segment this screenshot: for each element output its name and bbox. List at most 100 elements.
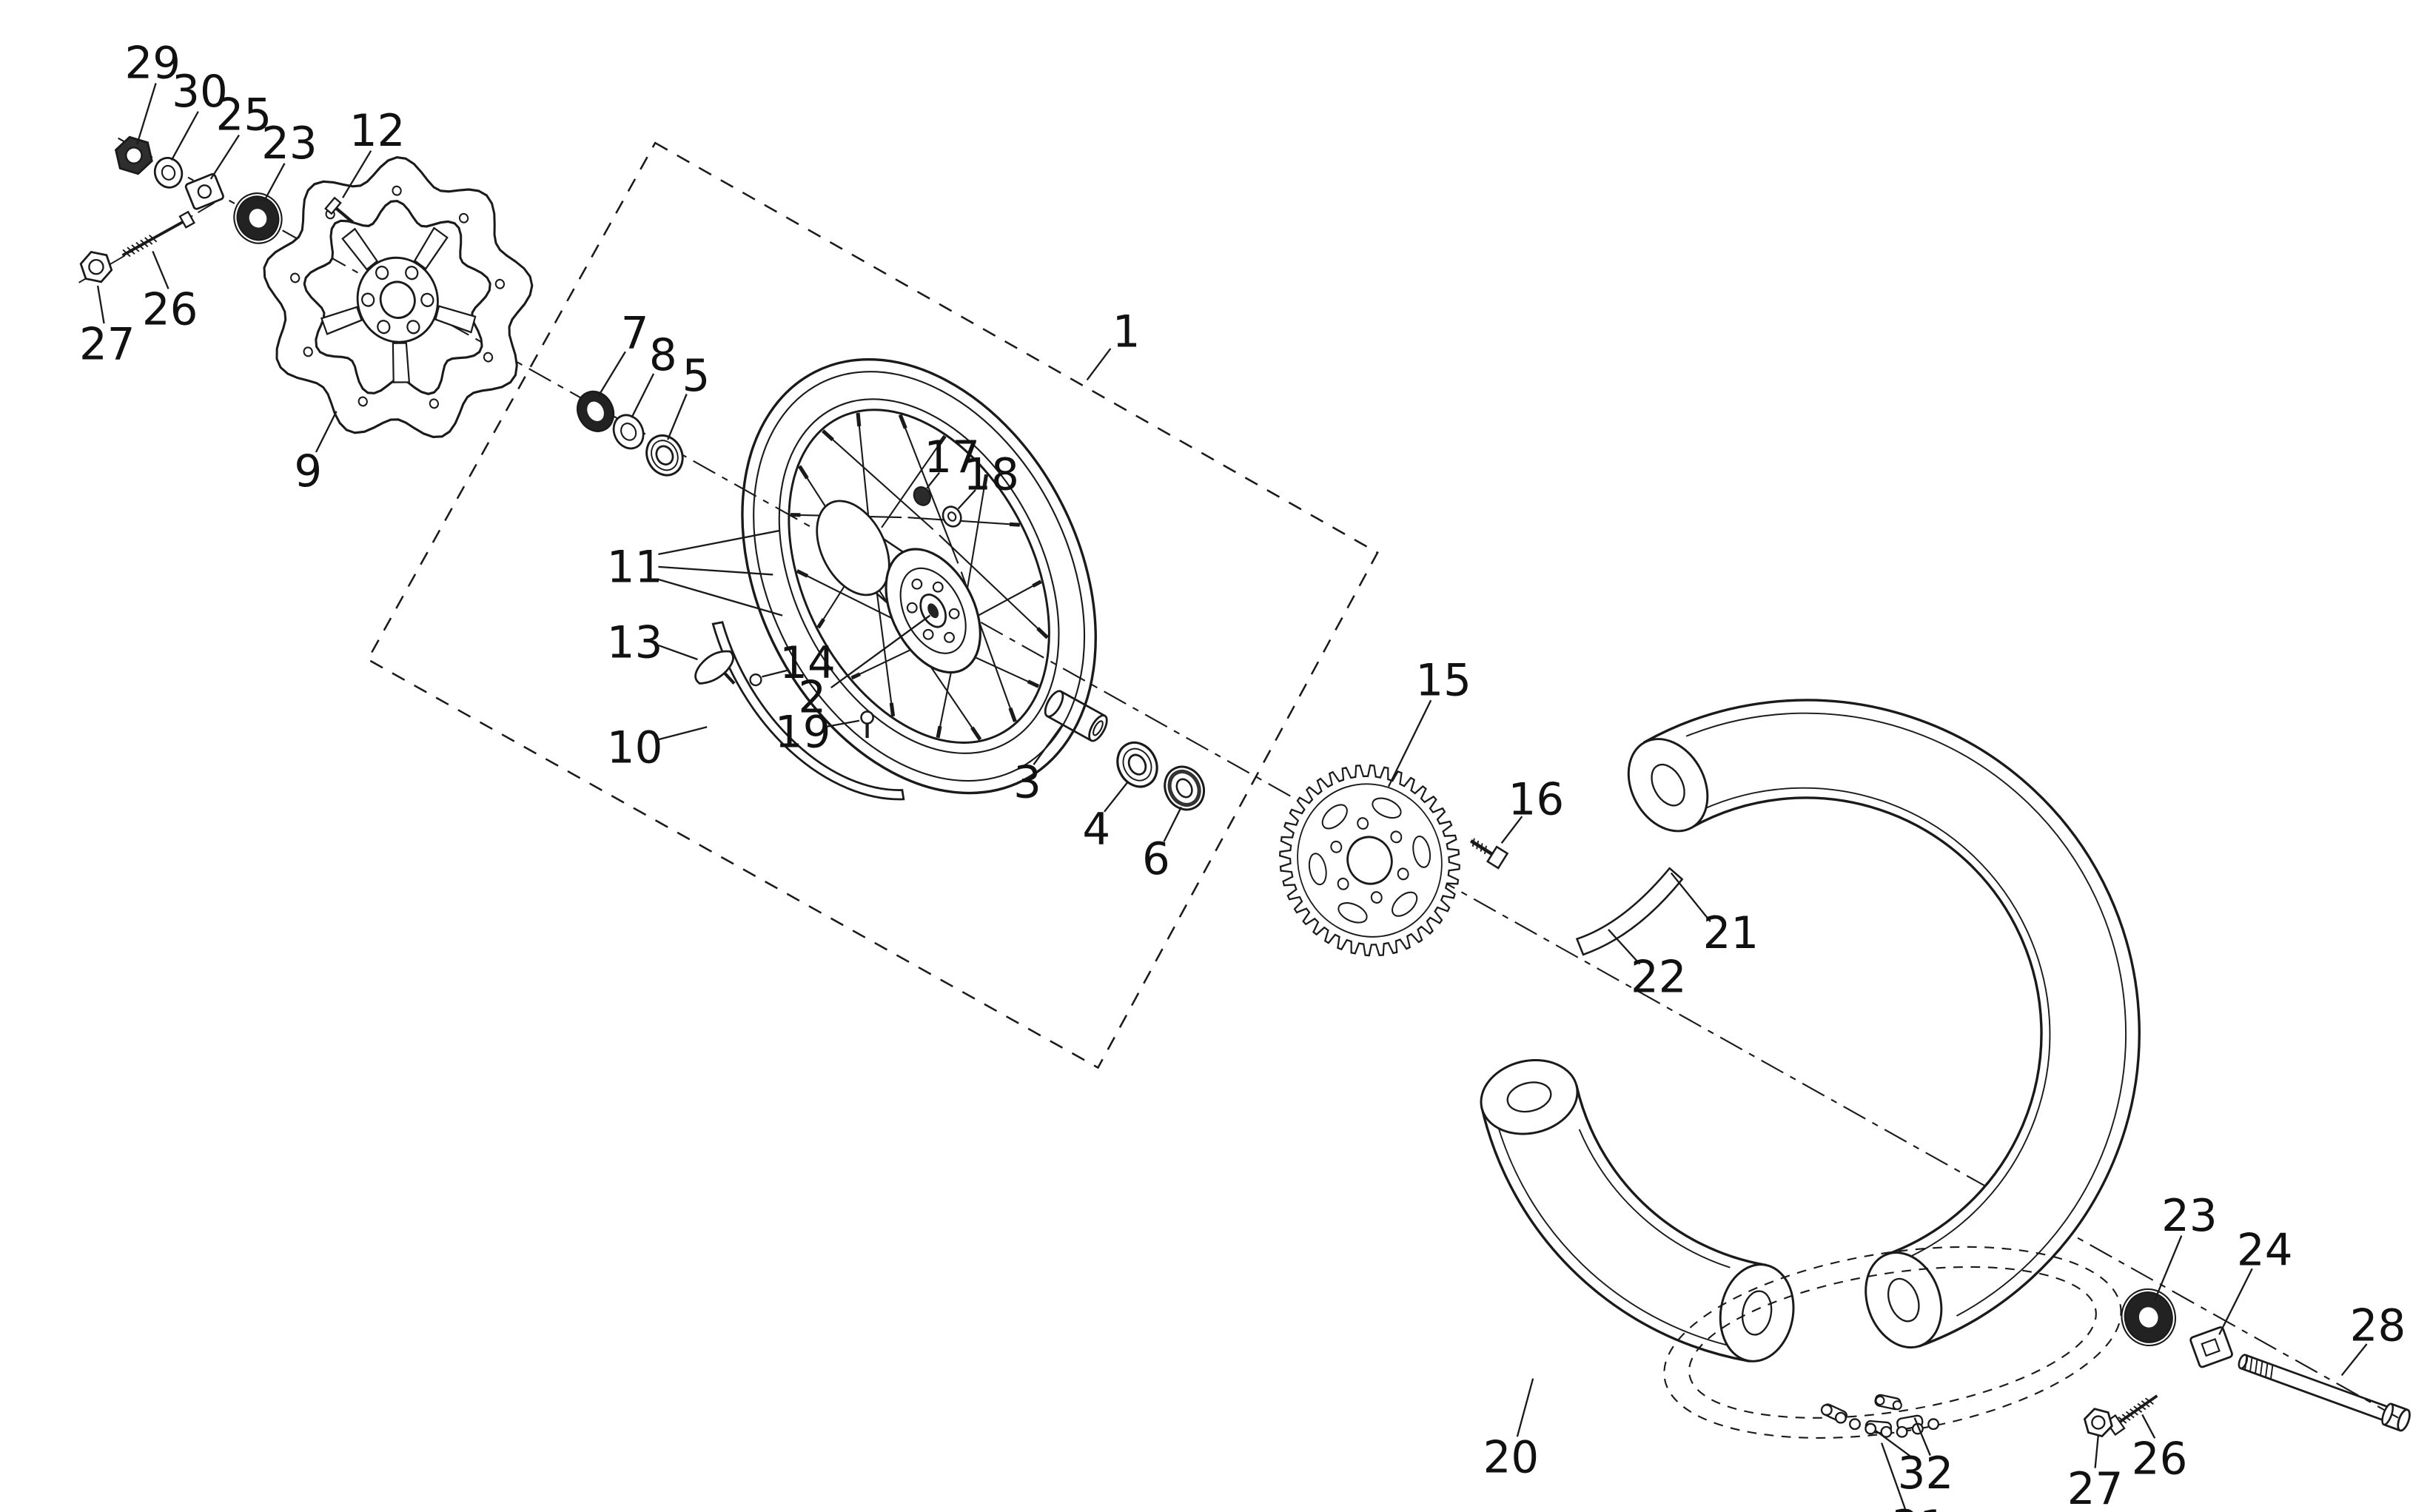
leader-line bbox=[825, 719, 860, 728]
callout-26-31: 26 bbox=[2132, 1434, 2188, 1485]
adjuster-block-25 bbox=[184, 173, 224, 210]
tube-opening bbox=[1651, 764, 1685, 807]
leader-line bbox=[2094, 1434, 2100, 1468]
leader-line bbox=[2141, 1414, 2156, 1439]
hub-left-flange bbox=[816, 500, 890, 597]
wheel-hub-2 bbox=[816, 500, 981, 674]
rear-sprocket-15 bbox=[1278, 764, 1460, 957]
disc-mount-hole bbox=[406, 320, 420, 335]
oil-seal-6 bbox=[1164, 765, 1206, 811]
tube-opening bbox=[1506, 1081, 1552, 1113]
callout-2-17: 2 bbox=[798, 673, 826, 724]
leader-line bbox=[1880, 1442, 1906, 1510]
leader-line bbox=[152, 250, 170, 289]
chain-joint-32 bbox=[1820, 1394, 1940, 1438]
chain-roller bbox=[1849, 1418, 1861, 1431]
leader-line bbox=[1086, 348, 1112, 381]
leader-line bbox=[1500, 816, 1523, 844]
leader-line bbox=[1608, 929, 1641, 965]
chain-roller bbox=[1896, 1425, 1908, 1438]
disc-mount-hole bbox=[420, 292, 434, 307]
spoke bbox=[881, 435, 946, 528]
lock-nut-29 bbox=[114, 135, 153, 175]
callout-15-23: 15 bbox=[1415, 655, 1471, 706]
tread-line bbox=[1685, 712, 2127, 1317]
disc-vent-hole bbox=[290, 272, 301, 283]
spoke bbox=[822, 430, 934, 531]
tread-line bbox=[1496, 1121, 1729, 1346]
hub-bolt-hole bbox=[944, 631, 955, 643]
disc-arm bbox=[434, 305, 477, 334]
callout-8-9: 8 bbox=[649, 330, 677, 381]
callout-30-1: 30 bbox=[172, 67, 228, 118]
leader-line bbox=[209, 134, 240, 180]
rim-bead-line bbox=[778, 398, 1060, 754]
spoke-nipple bbox=[1008, 707, 1017, 722]
rim-band-10 bbox=[711, 621, 905, 801]
disc-vent-hole bbox=[429, 398, 439, 409]
spoke bbox=[899, 414, 959, 564]
sprocket-bolt-hole bbox=[1357, 817, 1369, 830]
screw-19 bbox=[860, 710, 874, 739]
sprocket-cutout bbox=[1392, 891, 1418, 917]
leader-line bbox=[658, 726, 708, 741]
disc-vent-hole bbox=[392, 185, 402, 196]
leader-line bbox=[1104, 781, 1129, 813]
leader-line bbox=[667, 394, 688, 440]
spoke-nipple bbox=[898, 414, 907, 429]
leader-line bbox=[96, 285, 105, 324]
washer-8 bbox=[612, 414, 645, 450]
leader-line bbox=[135, 83, 157, 145]
leader-line bbox=[1033, 725, 1063, 765]
spoke-nipple bbox=[889, 702, 896, 717]
rear-axle-28 bbox=[2238, 1354, 2411, 1432]
sprocket-cutout bbox=[1412, 835, 1432, 868]
leader-line bbox=[1163, 806, 1182, 842]
adjuster-bolt-26b bbox=[2105, 1394, 2158, 1437]
callout-11-14: 11 bbox=[607, 542, 663, 594]
axle-spacer-3 bbox=[1044, 690, 1108, 742]
callout-22-26: 22 bbox=[1631, 952, 1687, 1003]
rim-inner-edge bbox=[788, 409, 1050, 744]
disc-mount-hole bbox=[377, 320, 391, 335]
spoke-nipple bbox=[850, 672, 861, 680]
leader-line bbox=[658, 529, 780, 556]
sprocket-bolt-16 bbox=[1469, 838, 1509, 870]
callout-21-25: 21 bbox=[1703, 908, 1759, 959]
callout-3-20: 3 bbox=[1013, 757, 1041, 808]
leader-line bbox=[597, 351, 626, 397]
callout-26-5: 26 bbox=[142, 285, 198, 336]
hub-bolt-hole bbox=[911, 578, 923, 590]
tube-opening bbox=[1887, 1277, 1920, 1323]
spoke-nipple bbox=[796, 569, 809, 578]
sprocket-bolt-hole bbox=[1370, 891, 1383, 904]
rim-outer-edge bbox=[741, 357, 1097, 795]
callout-19-18: 19 bbox=[775, 707, 831, 758]
sprocket-bolt-hole bbox=[1330, 840, 1343, 853]
leader-line bbox=[658, 565, 773, 576]
leader-line bbox=[658, 578, 783, 616]
bead-line bbox=[1578, 1129, 1731, 1269]
leader-line bbox=[263, 163, 286, 202]
spoke-nipple bbox=[937, 434, 947, 446]
spoke-set-11 bbox=[791, 412, 1049, 741]
sprocket-cutout bbox=[1337, 902, 1368, 924]
spoke-nipple bbox=[822, 429, 834, 442]
spoke-nipple bbox=[982, 474, 989, 487]
disc-vent-hole bbox=[483, 352, 494, 363]
callout-18-13: 18 bbox=[963, 449, 1019, 500]
chain-roller bbox=[1927, 1418, 1940, 1431]
callout-6-22: 6 bbox=[1142, 834, 1170, 885]
rim-band-22 bbox=[1575, 867, 1684, 956]
spoke-nipple bbox=[1032, 579, 1042, 588]
sprocket-bolt-hole bbox=[1337, 877, 1349, 890]
washer-14 bbox=[749, 673, 762, 687]
diagram-artwork bbox=[78, 135, 2411, 1439]
callout-16-24: 16 bbox=[1508, 775, 1565, 826]
washer-18 bbox=[942, 505, 962, 528]
callout-27-6: 27 bbox=[79, 319, 135, 370]
brake-disc-9 bbox=[263, 155, 534, 439]
